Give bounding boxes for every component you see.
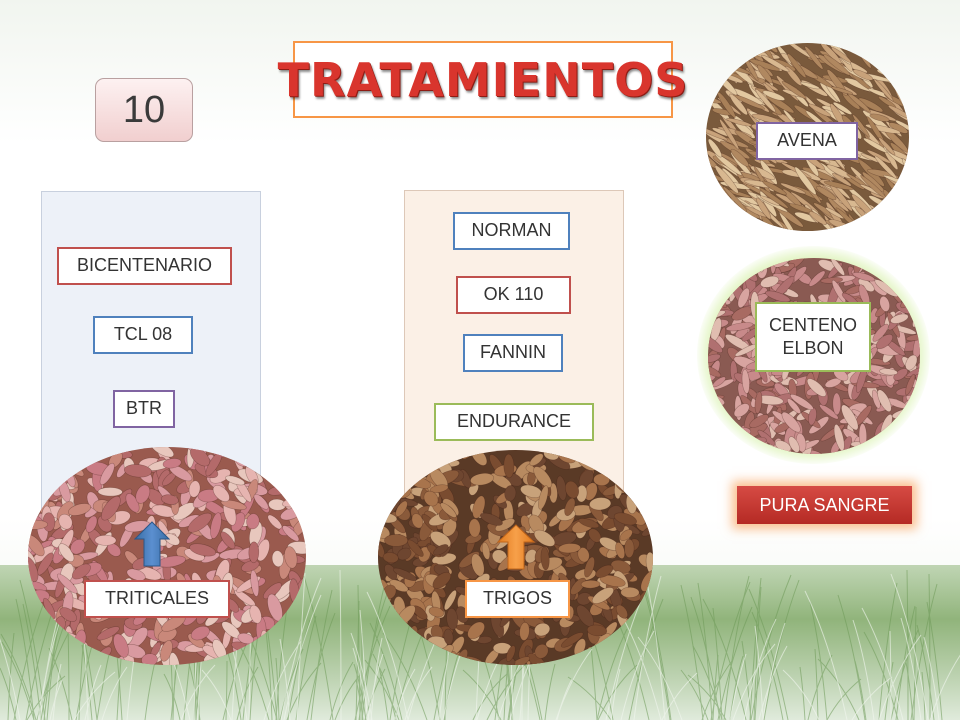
up-arrow-icon	[497, 524, 535, 570]
crop-label-centeno-elbon: CENTENO ELBON	[755, 302, 871, 372]
crop-label-triticales: TRITICALES	[84, 580, 230, 618]
page-title: TRATAMIENTOS	[277, 52, 689, 107]
slide-number: 10	[95, 78, 193, 142]
title-frame	[293, 41, 673, 118]
centeno-label-line1: CENTENO	[768, 314, 857, 335]
crop-label-trigos: TRIGOS	[465, 580, 570, 618]
centeno-label-line2: ELBON	[782, 338, 844, 358]
pura-sangre-label: PURA SANGRE	[737, 486, 912, 524]
variety-fannin: FANNIN	[463, 334, 563, 372]
crop-label-avena: AVENA	[756, 122, 858, 160]
variety-endurance: ENDURANCE	[434, 403, 594, 441]
variety-btr: BTR	[113, 390, 175, 428]
variety-bicentenario: BICENTENARIO	[57, 247, 232, 285]
up-arrow-icon	[134, 521, 170, 567]
variety-tcl-08: TCL 08	[93, 316, 193, 354]
variety-norman: NORMAN	[453, 212, 570, 250]
variety-ok-110: OK 110	[456, 276, 571, 314]
